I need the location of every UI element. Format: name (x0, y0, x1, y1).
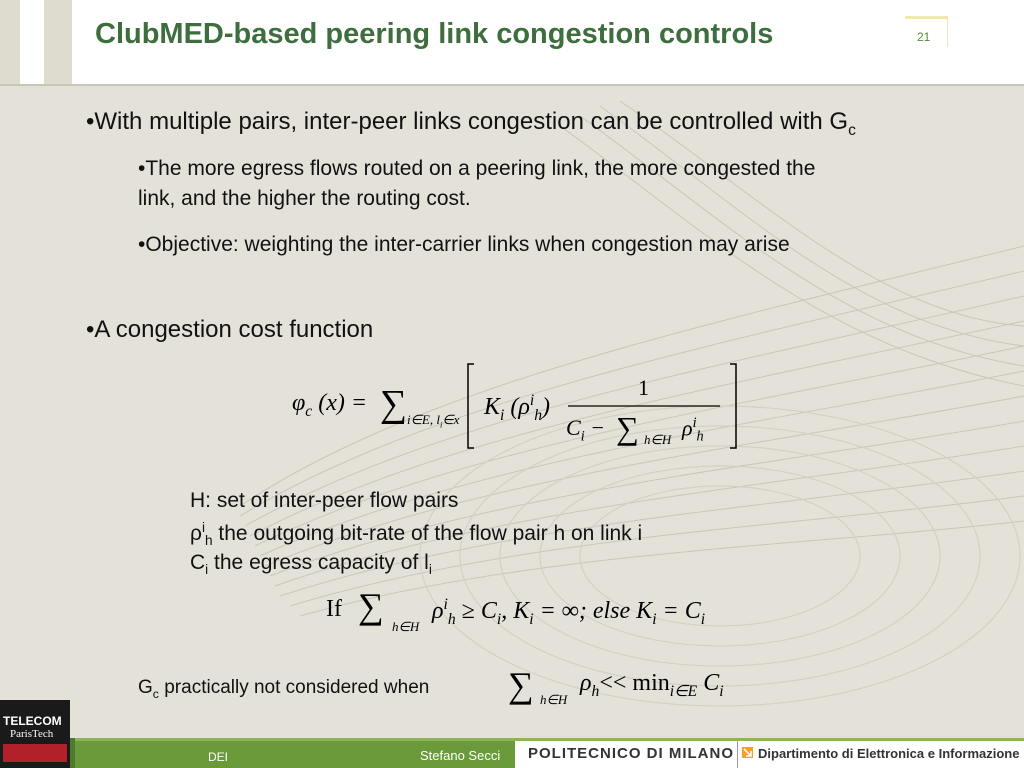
footer-top-stripe (75, 738, 1024, 741)
header-stripe-right (44, 0, 72, 84)
formula-denominator: Ci − (566, 415, 606, 445)
formula-den-sum-subscript: h∈H (644, 432, 672, 447)
logo-line2: ParisTech (10, 728, 54, 740)
slide-title: ClubMED-based peering link congestion co… (95, 18, 774, 50)
note-formula-body: ρh<< mini∈E Ci (580, 670, 724, 700)
formula-den-sum-symbol: ∑ (616, 410, 639, 446)
slide-number: 21 (917, 30, 931, 44)
decorative-swirl-background (239, 100, 1024, 707)
condition-body: ρih ≥ Ci, Ki = ∞; else Ki = Ci (432, 596, 706, 628)
condition-if: If (326, 596, 342, 622)
note-gc: Gc practically not considered when (138, 677, 430, 701)
formula-sum-symbol: ∑ (380, 383, 408, 425)
condition-sum-subscript: h∈H (392, 619, 420, 634)
slide-header: ClubMED-based peering link congestion co… (0, 0, 1024, 84)
bullet-multiple-pairs: •With multiple pairs, inter-peer links c… (86, 108, 856, 139)
header-stripe-left (0, 0, 20, 84)
definition-rho: ρih the outgoing bit-rate of the flow pa… (190, 520, 643, 549)
formula-brackets (467, 363, 737, 449)
note-sum-symbol: ∑ (508, 665, 534, 705)
footer-department: Dipartimento di Elettronica e Informazio… (758, 746, 1020, 761)
footer-separator (737, 741, 738, 768)
condition-sum-symbol: ∑ (358, 586, 384, 626)
footer-dept-short: DEI (208, 750, 229, 764)
formula-den-rho: ρih (682, 415, 704, 445)
formula-sum-subscript: i∈E, li∈x (407, 412, 460, 430)
logo-red-band (3, 744, 67, 762)
arrow-icon (742, 747, 753, 758)
header-divider (0, 84, 1024, 86)
sub-bullet-egress-flows-line2: link, and the higher the routing cost. (138, 187, 471, 210)
definition-h: H: set of inter-peer flow pairs (190, 489, 459, 512)
bullet-congestion-cost: •A congestion cost function (86, 316, 374, 343)
formula-k-term: Ki (ρih) (484, 392, 551, 424)
footer-green-band (75, 738, 515, 768)
footer-author: Stefano Secci (420, 748, 501, 763)
sub-bullet-egress-flows-line1: •The more egress flows routed on a peeri… (138, 157, 816, 180)
formula-lhs: φc (x) = (292, 390, 368, 420)
logo-line1: TELECOM (3, 714, 62, 728)
formula-numerator: 1 (638, 375, 649, 400)
note-sum-subscript: h∈H (540, 692, 568, 707)
sub-bullet-objective: •Objective: weighting the inter-carrier … (138, 233, 790, 256)
slide-footer: DEI Stefano Secci POLITECNICO DI MILANO … (0, 738, 1024, 768)
telecom-paristech-logo: TELECOM ParisTech (0, 700, 70, 768)
definition-capacity: Ci the egress capacity of li (190, 551, 432, 578)
footer-university: POLITECNICO DI MILANO (528, 745, 734, 762)
footer-white-band (515, 738, 1024, 768)
slide-number-frame (905, 16, 948, 47)
